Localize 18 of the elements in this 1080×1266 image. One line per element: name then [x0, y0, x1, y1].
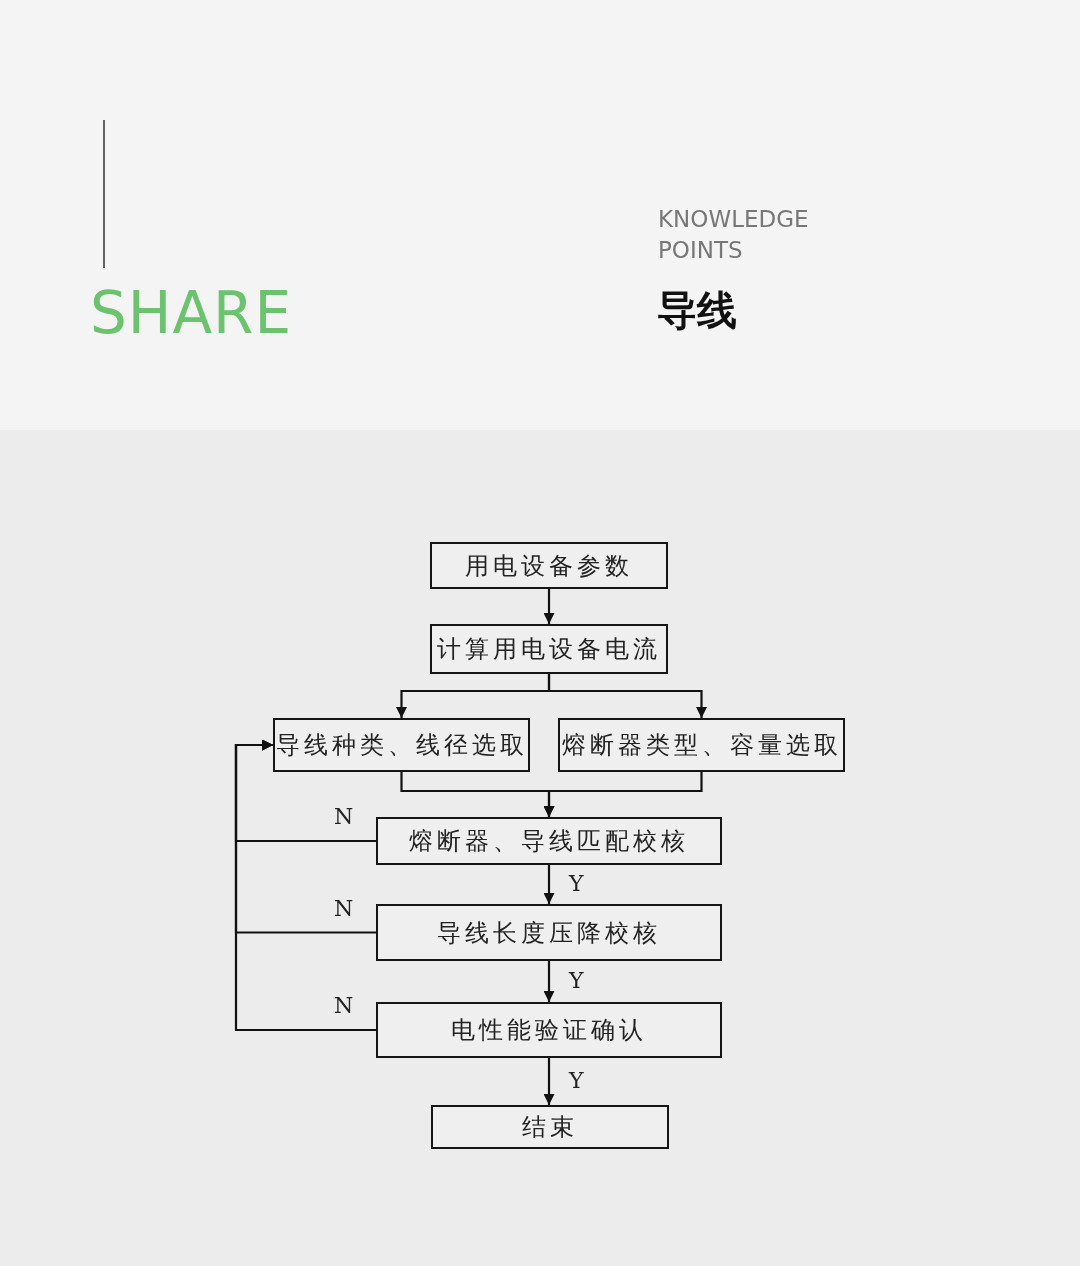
- arrow: [543, 865, 555, 904]
- process-box: 熔断器类型、容量选取: [558, 718, 845, 772]
- terminal-box: 结束: [431, 1105, 669, 1149]
- arrow: [543, 772, 703, 817]
- arrow: [543, 1058, 555, 1105]
- arrow: [547, 674, 707, 718]
- process-box: 计算用电设备电流: [430, 624, 668, 674]
- process-box: 电性能验证确认: [376, 1002, 722, 1058]
- process-box: 熔断器、导线匹配校核: [376, 817, 722, 865]
- section-label: KNOWLEDGE POINTS: [658, 205, 810, 265]
- arrow: [543, 589, 555, 624]
- terminal-box: 用电设备参数: [430, 542, 668, 589]
- process-box: 导线种类、线径选取: [273, 718, 530, 772]
- share-heading: SHARE: [90, 278, 293, 348]
- arrow: [234, 739, 376, 1032]
- process-box: 导线长度压降校核: [376, 904, 722, 961]
- arrow: [543, 961, 555, 1002]
- title: 导线: [657, 286, 737, 335]
